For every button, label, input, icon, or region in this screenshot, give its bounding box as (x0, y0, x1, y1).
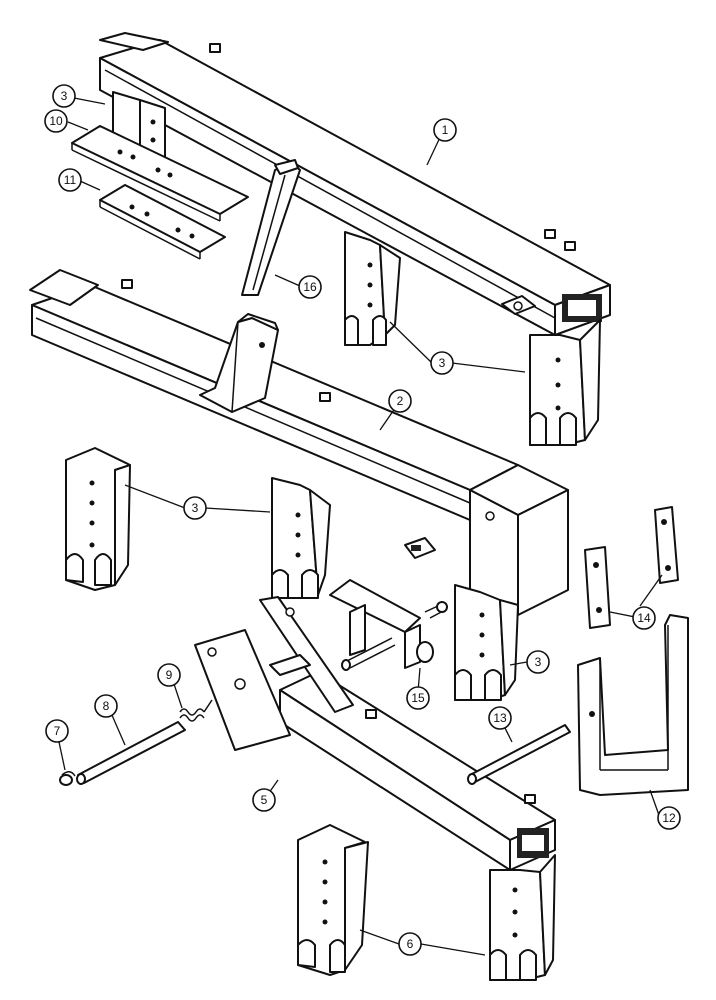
beam-1 (99, 32, 611, 336)
svg-text:14: 14 (637, 611, 651, 625)
pin-13 (467, 724, 571, 785)
callout-9: 9 (157, 663, 181, 687)
svg-text:1: 1 (442, 123, 449, 137)
svg-text:3: 3 (439, 356, 446, 370)
beam-2 (29, 269, 569, 616)
callout-14: 14 (632, 606, 656, 630)
svg-text:3: 3 (535, 655, 542, 669)
svg-text:3: 3 (192, 501, 199, 515)
svg-text:10: 10 (49, 114, 63, 128)
callout-16: 16 (298, 275, 322, 299)
callout-2: 2 (388, 389, 412, 413)
pin-8 (76, 721, 186, 785)
callout-3-center: 3 (430, 351, 454, 375)
callout-5: 5 (252, 788, 276, 812)
plate-11 (99, 184, 226, 260)
pivot-assembly-15 (329, 579, 448, 671)
bracket-3-under-beam1-center (344, 231, 401, 346)
callout-8: 8 (94, 694, 118, 718)
callout-15: 15 (406, 686, 430, 710)
svg-text:6: 6 (407, 937, 414, 951)
u-bracket-12 (577, 614, 689, 796)
clip-7 (59, 771, 76, 786)
svg-text:2: 2 (397, 394, 404, 408)
bracket-6-loose-left (297, 824, 369, 976)
callout-3-lower-right: 3 (526, 650, 550, 674)
bracket-3-loose-left (65, 447, 131, 591)
callout-7: 7 (45, 719, 69, 743)
callout-3-top-left: 3 (52, 84, 76, 108)
callout-6: 6 (398, 932, 422, 956)
svg-text:13: 13 (493, 711, 507, 725)
svg-text:11: 11 (64, 173, 77, 187)
bracket-3-under-beam2-right (454, 584, 519, 701)
svg-text:7: 7 (54, 724, 61, 738)
svg-text:9: 9 (166, 668, 173, 682)
svg-text:16: 16 (303, 280, 317, 294)
callout-11: 11 (58, 168, 82, 192)
plate-14-right (654, 506, 679, 584)
callout-10: 10 (44, 109, 68, 133)
callout-12: 12 (657, 806, 681, 830)
bracket-6-under-beam5-right (489, 854, 556, 981)
svg-text:12: 12 (662, 811, 676, 825)
callout-3-mid-left: 3 (183, 496, 207, 520)
spring-9 (179, 699, 213, 722)
svg-text:15: 15 (411, 691, 425, 705)
plate-10 (71, 125, 249, 222)
strap-16 (241, 159, 301, 296)
callout-1: 1 (433, 118, 457, 142)
bracket-3-under-beam2-center (271, 477, 331, 599)
svg-text:8: 8 (103, 699, 110, 713)
svg-text:3: 3 (61, 89, 68, 103)
beam-5 (194, 596, 556, 871)
callout-13: 13 (488, 706, 512, 730)
plate-14-left (584, 546, 611, 629)
bracket-3-under-beam1-right (529, 319, 601, 446)
svg-text:5: 5 (261, 793, 268, 807)
